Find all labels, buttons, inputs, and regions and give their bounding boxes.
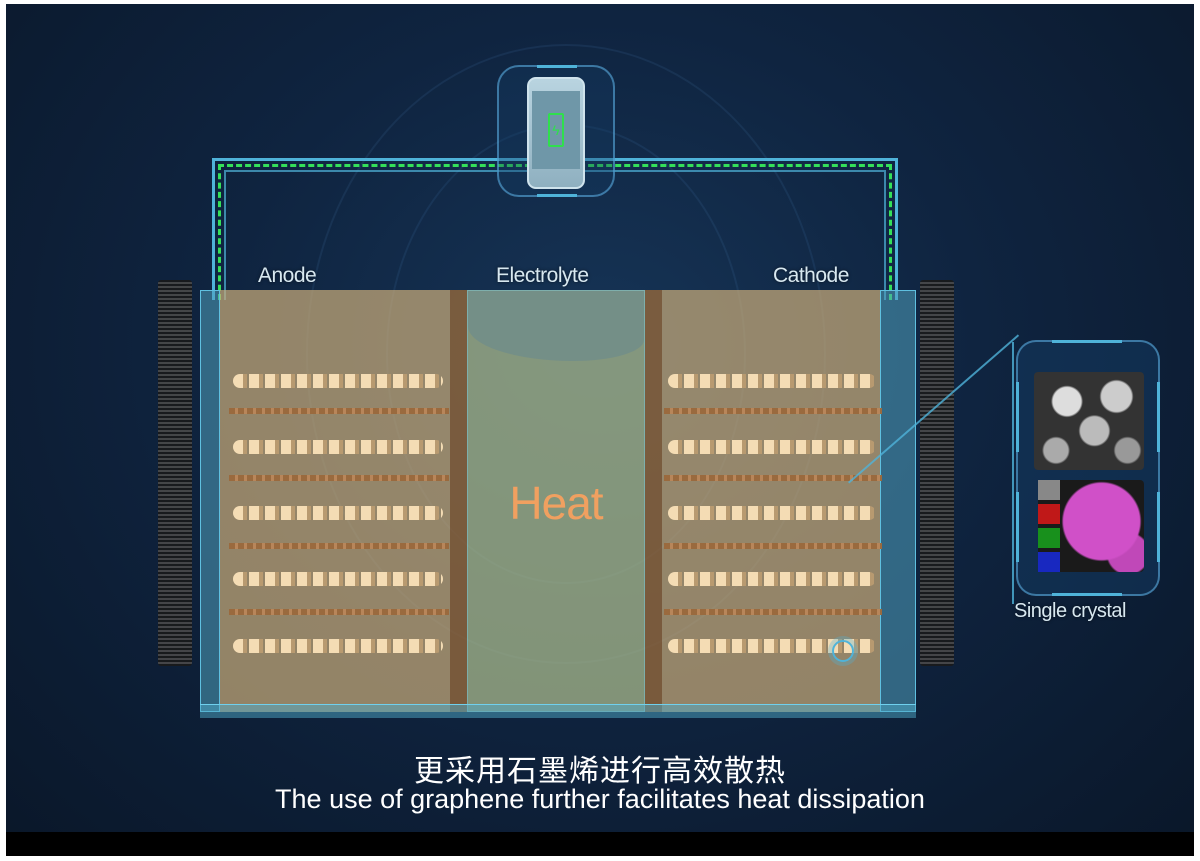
cell-base [200, 704, 916, 718]
anode-layer-rod [229, 609, 449, 615]
anode-particle-row [233, 639, 443, 653]
graphene-sheet-right [920, 280, 954, 666]
subtitle-chinese: 更采用石墨烯进行高效散热 [414, 755, 786, 788]
phone-screen: ϟ [532, 91, 580, 169]
frame-accent [1157, 492, 1160, 562]
frame-accent [1052, 593, 1122, 596]
anode-particle-row [233, 440, 443, 454]
anode-layer-rod [229, 475, 449, 481]
device-frame: ϟ [497, 65, 615, 197]
graphene-sheet-left [158, 280, 192, 666]
letterbox-bar [6, 832, 1194, 856]
anode-particle-row [233, 506, 443, 520]
electrolyte-label: Electrolyte [496, 264, 589, 287]
eds-channel-gray [1038, 480, 1060, 500]
video-frame: ϟ Anode Electrolyte Cathode Heat [6, 4, 1194, 856]
eds-channel-blue [1038, 552, 1060, 572]
anode-particle-row [233, 572, 443, 586]
anode-particle-row [233, 374, 443, 388]
separator-right [645, 290, 662, 712]
cathode-label: Cathode [773, 264, 849, 287]
cathode-layer-rod [664, 408, 882, 414]
electrolyte-region: Heat [467, 290, 645, 712]
separator-left [450, 290, 467, 712]
eds-map-image [1038, 480, 1144, 572]
cathode-layer-rod [664, 609, 882, 615]
current-collector-left [200, 290, 220, 712]
single-crystal-label: Single crystal [1014, 600, 1126, 622]
electrolyte-surface [468, 291, 644, 361]
particle-highlight-marker [832, 640, 854, 662]
subtitle-english: The use of graphene further facilitates … [275, 784, 925, 814]
frame-accent [1157, 382, 1160, 452]
frame-accent [1052, 340, 1122, 343]
eds-channel-red [1038, 504, 1060, 524]
cathode-particle-row [668, 440, 876, 454]
cathode-particle-row [668, 506, 876, 520]
sem-micrograph-image [1034, 372, 1144, 470]
anode-layer-rod [229, 543, 449, 549]
battery-charging-icon: ϟ [548, 113, 564, 147]
frame-accent [1016, 382, 1019, 452]
anode-layer-rod [229, 408, 449, 414]
frame-accent [537, 65, 577, 68]
cathode-layer-rod [664, 475, 882, 481]
cathode-layer-rod [664, 543, 882, 549]
phone-icon: ϟ [527, 77, 585, 189]
frame-accent [1016, 492, 1019, 562]
frame-accent [537, 194, 577, 197]
anode-label: Anode [258, 264, 317, 287]
cathode-particle-row [668, 374, 876, 388]
inset-divider [1012, 342, 1014, 604]
eds-channel-green [1038, 528, 1060, 548]
heat-label: Heat [509, 477, 603, 529]
cathode-particle-row [668, 639, 876, 653]
current-collector-right [880, 290, 916, 712]
cathode-particle-row [668, 572, 876, 586]
